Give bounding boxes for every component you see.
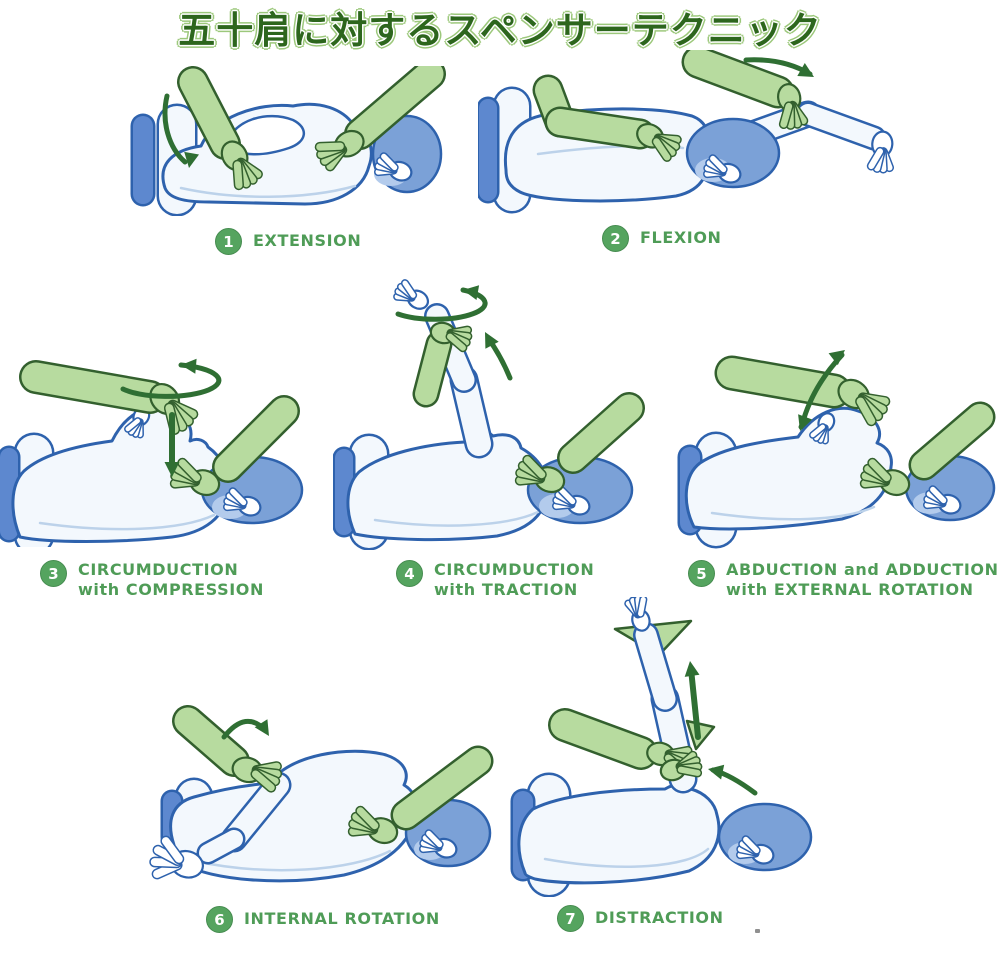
body-shade <box>179 184 357 198</box>
therapist-arm-left <box>172 705 250 777</box>
patient-body <box>684 406 893 531</box>
patient-forearm <box>795 101 887 151</box>
patient-hand <box>419 829 458 859</box>
step-4-badge: 4 <box>396 560 423 587</box>
page-title: 五十肩に対するスペンサーテクニック <box>178 9 822 52</box>
therapist-hand-left <box>220 140 263 191</box>
therapist-hand-right <box>314 129 365 172</box>
illustration-step-4-circumduction-traction <box>333 279 645 550</box>
traction-arrow-icon <box>485 332 513 381</box>
step-4-text: CIRCUMDUCTION <box>434 560 595 579</box>
therapist-arm-right <box>557 392 645 474</box>
therapist-forearm-left <box>544 106 656 150</box>
compression-arrow-icon <box>164 412 180 477</box>
therapist-hand-grip <box>429 321 473 353</box>
therapist-hand-left <box>636 122 682 162</box>
step-2-badge: 2 <box>602 225 629 252</box>
patient-bent-arm <box>225 114 305 156</box>
patient-hand <box>374 152 413 182</box>
body-shade <box>373 510 540 527</box>
illustration-step-7-distraction <box>510 597 813 897</box>
patient-hand <box>735 835 775 865</box>
step-1-badge: 1 <box>215 228 242 255</box>
therapist-arm-right <box>681 50 795 109</box>
step-2-label: 2 FLEXION <box>602 225 722 252</box>
therapist-arm-right <box>344 66 446 150</box>
therapist-forearm-left <box>412 330 453 408</box>
therapist-hand-grip <box>231 756 283 793</box>
step-5-label: 5 ABDUCTION and ADDUCTION with EXTERNAL … <box>688 560 999 601</box>
body-shade <box>543 847 710 868</box>
step-4-label: 4 CIRCUMDUCTION with TRACTION <box>396 560 594 601</box>
illustration-step-3-circumduction-compression <box>0 358 304 547</box>
step-6-badge: 6 <box>206 906 233 933</box>
patient-hand <box>222 487 262 517</box>
step-7-text: DISTRACTION <box>595 908 724 928</box>
distraction-curve-arrow-icon <box>708 764 758 796</box>
therapist-hand-right <box>777 83 809 130</box>
patient-hand <box>551 486 591 516</box>
step-1-text: EXTENSION <box>253 231 362 251</box>
step-7-badge: 7 <box>557 905 584 932</box>
step-3-text: CIRCUMDUCTION <box>78 560 239 579</box>
step-5-text: ABDUCTION and ADDUCTION <box>726 560 999 579</box>
therapist-arm-right <box>390 745 494 831</box>
internal-rotation-arrow-icon <box>221 719 269 740</box>
illustration-step-1-extension <box>130 66 446 216</box>
patient-hand-spread <box>149 835 205 880</box>
illustration-step-2-flexion <box>478 50 894 214</box>
distraction-arrow-icon <box>684 661 701 740</box>
patient-body <box>346 429 549 542</box>
patient-forearm <box>196 827 246 865</box>
step-6-label: 6 INTERNAL ROTATION <box>206 906 440 933</box>
body-shade <box>192 849 392 872</box>
therapist-arm-right <box>212 395 300 483</box>
patient-hand <box>702 154 742 184</box>
patient-hand <box>923 485 962 515</box>
patient-forearm <box>633 622 678 712</box>
patient-body <box>517 783 721 885</box>
step-5-badge: 5 <box>688 560 715 587</box>
therapist-arm-left <box>177 66 241 160</box>
illustration-step-5-abduction-adduction <box>677 350 996 549</box>
therapist-arm-right <box>908 401 996 481</box>
therapist-hand-right <box>347 805 399 845</box>
step-6-text: INTERNAL ROTATION <box>244 909 440 929</box>
step-3-label: 3 CIRCUMDUCTION with COMPRESSION <box>40 560 264 601</box>
body-shade <box>38 513 216 531</box>
circumduction-arrow-icon <box>120 358 222 399</box>
step-3-badge: 3 <box>40 560 67 587</box>
therapist-hand-right <box>514 454 566 494</box>
therapist-arm-left <box>548 708 658 770</box>
patient-hand-top <box>393 279 430 310</box>
circumduction-arrow-icon <box>395 285 488 322</box>
stray-mark <box>755 929 760 933</box>
patient-hand-limp <box>866 130 894 174</box>
step-5-subtext: with EXTERNAL ROTATION <box>726 580 974 600</box>
step-3-subtext: with COMPRESSION <box>78 580 264 600</box>
adduction-arrow-icon <box>798 414 813 431</box>
flexion-arrow-icon <box>743 57 814 77</box>
step-4-subtext: with TRACTION <box>434 580 578 600</box>
patient-upper-arm <box>220 771 292 853</box>
patient-hand-top <box>624 597 651 632</box>
therapist-hand-grip-b <box>659 750 703 782</box>
step-2-text: FLEXION <box>640 228 722 248</box>
body-shade <box>710 505 876 521</box>
therapist-hand-left <box>837 378 891 427</box>
step-7-label: 7 DISTRACTION <box>557 905 724 932</box>
illustration-step-6-internal-rotation <box>149 705 494 883</box>
therapist-hand-right <box>169 457 221 497</box>
step-1-label: 1 EXTENSION <box>215 228 361 255</box>
therapist-hand-right <box>859 457 911 497</box>
extension-arrow-icon <box>162 93 199 168</box>
patient-fingers <box>809 412 836 445</box>
